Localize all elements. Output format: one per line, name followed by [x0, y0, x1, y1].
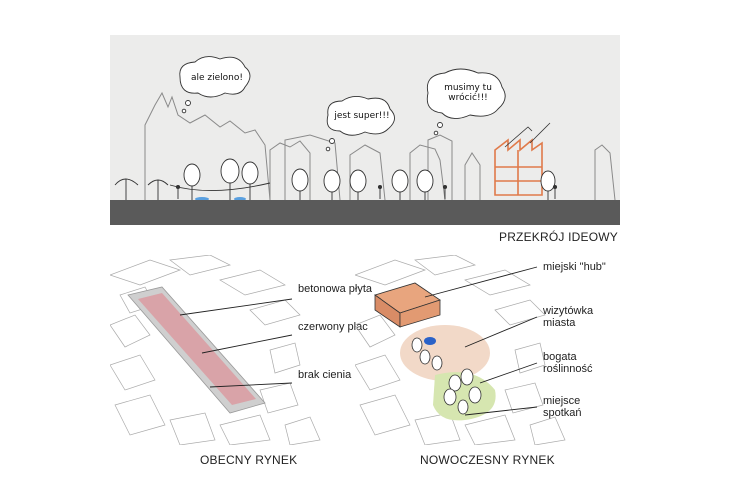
modern-market-caption: NOWOCZESNY RYNEK — [420, 453, 555, 467]
speech-bubble-3: musimy tu wrócić!!! — [444, 83, 492, 103]
city-blocks-modern — [355, 255, 566, 445]
label-no-shade: brak cienia — [298, 369, 352, 381]
hub-side-right — [399, 299, 441, 328]
ground-band — [110, 200, 620, 225]
trees-modern — [411, 337, 482, 415]
red-square — [138, 293, 256, 405]
cross-section-drawing — [110, 35, 620, 225]
hub-building-section — [494, 138, 543, 196]
modern-market-drawing — [355, 255, 566, 445]
speech-bubble-2: jest super!!! — [334, 111, 390, 121]
cross-section: ale zielono! jest super!!! musimy tu wró… — [110, 35, 620, 225]
skyline-outline — [144, 91, 616, 201]
hub-roof-lines — [504, 122, 551, 148]
greenery-zone — [433, 372, 496, 421]
label-city-hub: miejski "hub" — [543, 261, 606, 273]
leader-lines — [179, 298, 293, 388]
peach-zone — [400, 325, 490, 381]
people — [175, 184, 558, 199]
current-market-drawing — [110, 255, 321, 445]
label-red-square: czerwony plac — [298, 321, 368, 333]
label-concrete-slab: betonowa płyta — [298, 283, 372, 295]
fountain — [424, 337, 436, 345]
city-blocks — [110, 255, 321, 445]
speech-bubble-shapes — [179, 56, 506, 152]
label-meeting-place: miejsce spotkań — [543, 395, 582, 419]
modern-market-map: miejski "hub" wizytówka miasta bogata ro… — [355, 255, 645, 445]
current-market-map: betonowa płyta czerwony plac brak cienia — [110, 255, 372, 445]
label-rich-greenery: bogata roślinność — [543, 351, 593, 375]
label-city-showcase: wizytówka miasta — [543, 305, 594, 329]
leader-lines-modern — [424, 266, 538, 416]
trees-row — [183, 158, 556, 200]
current-market-caption: OBECNY RYNEK — [200, 453, 298, 467]
speech-bubble-1: ale zielono! — [190, 73, 243, 83]
section-caption: PRZEKRÓJ IDEOWY — [498, 230, 618, 244]
